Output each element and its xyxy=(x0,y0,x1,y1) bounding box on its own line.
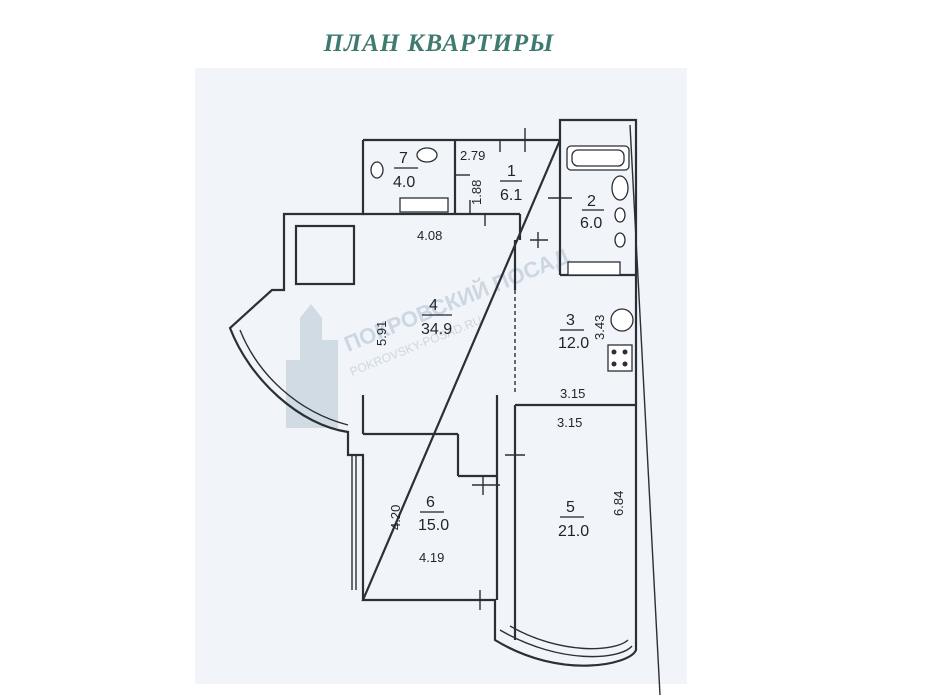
room-5: 3.15 5 21.0 6.84 xyxy=(557,415,626,540)
fixtures xyxy=(370,145,634,372)
room-1-area: 6.1 xyxy=(500,187,522,204)
dim-hall-width: 2.79 xyxy=(460,148,485,163)
room-7-area: 4.0 xyxy=(393,174,415,191)
bay-window-arc xyxy=(239,329,349,426)
dim-bedroom5-width: 3.15 xyxy=(557,415,582,430)
kitchen-sink-icon xyxy=(610,308,634,332)
dim-living-width: 4.08 xyxy=(417,228,442,243)
room-2: 2 6.0 xyxy=(580,193,604,232)
room-2-number: 2 xyxy=(587,193,596,210)
balcony-box xyxy=(294,224,356,286)
sink-icon xyxy=(611,175,629,201)
watermark-building-logo xyxy=(286,304,338,428)
page-title: ПЛАН КВАРТИРЫ xyxy=(323,30,555,57)
dim-bedroom6-depth: 4.20 xyxy=(388,505,403,530)
dim-living-depth: 5.91 xyxy=(374,321,389,346)
dim-hall-depth: 1.88 xyxy=(469,180,484,205)
stove-icon xyxy=(607,344,633,372)
room-7-number: 7 xyxy=(399,150,408,167)
room-2-area: 6.0 xyxy=(580,215,602,232)
room-3-area: 12.0 xyxy=(558,335,589,352)
plan-background xyxy=(195,68,687,684)
toilet-icon xyxy=(614,207,626,223)
wc-icon xyxy=(370,161,384,179)
dim-bedroom5-depth: 6.84 xyxy=(611,491,626,516)
room-1-number: 1 xyxy=(507,163,516,180)
dim-bedroom6-width: 4.19 xyxy=(419,550,444,565)
interior-walls xyxy=(361,140,636,640)
room-4-area: 34.9 xyxy=(421,321,452,338)
room-3-number: 3 xyxy=(566,312,575,329)
exterior-walls xyxy=(228,118,661,696)
bottom-window-arc xyxy=(499,629,633,658)
door-markers xyxy=(351,128,572,610)
room-7: 7 4.0 xyxy=(393,150,418,191)
room-3: 3 12.0 3.43 3.15 xyxy=(558,312,607,401)
room-6-area: 15.0 xyxy=(418,517,449,534)
washbasin-icon xyxy=(416,147,438,163)
dim-kitchen-depth: 3.43 xyxy=(592,315,607,340)
room-4: 4.08 4 34.9 5.91 xyxy=(374,228,452,346)
room-1: 1 6.1 2.79 1.88 xyxy=(460,148,522,205)
room-6-number: 6 xyxy=(426,494,435,511)
room-5-number: 5 xyxy=(566,499,575,516)
room-4-number: 4 xyxy=(429,297,438,314)
room-5-area: 21.0 xyxy=(558,523,589,540)
room-6: 4.20 6 15.0 4.19 xyxy=(388,494,449,565)
dim-kitchen-width: 3.15 xyxy=(560,386,585,401)
